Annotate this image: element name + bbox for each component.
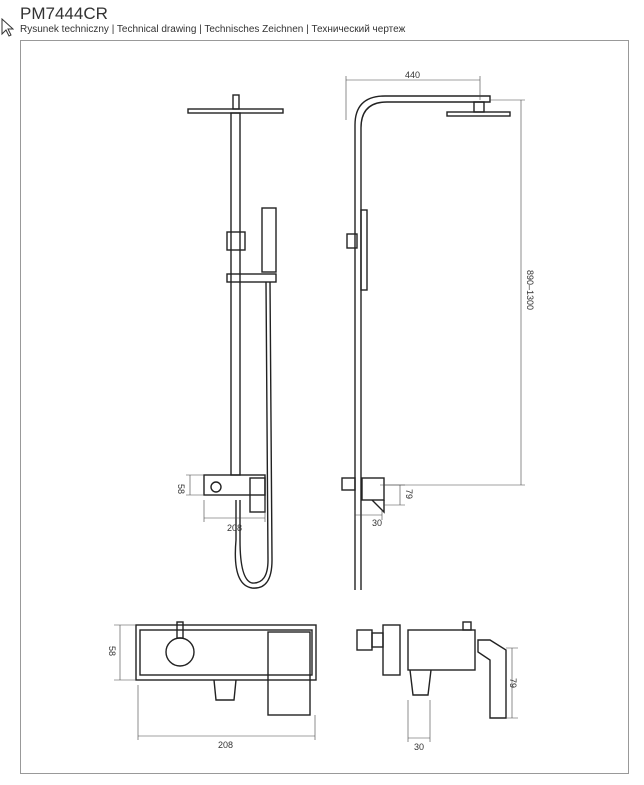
dim-front-mixer-width: 208 (227, 523, 242, 533)
drawing-frame (20, 40, 629, 774)
product-code: PM7444CR (20, 4, 108, 23)
drawing-subtitle: Rysunek techniczny | Technical drawing |… (20, 24, 406, 35)
dim-side-mixer-depth: 30 (372, 518, 382, 528)
dim-detail-front-width: 208 (218, 740, 233, 750)
mouse-cursor-icon (1, 18, 14, 37)
dim-height-range: 890–1300 (525, 270, 535, 310)
side-view (341, 76, 525, 590)
dim-arm-reach: 440 (405, 70, 420, 80)
detail-side-view (356, 621, 518, 742)
detail-front-view (114, 621, 317, 740)
dim-side-mixer-height: 79 (404, 489, 414, 499)
dim-front-mixer-height: 58 (176, 484, 186, 494)
dim-detail-front-height: 58 (107, 646, 117, 656)
front-view (186, 94, 284, 589)
dim-detail-side-height: 79 (508, 678, 518, 688)
dim-detail-side-depth: 30 (414, 742, 424, 752)
